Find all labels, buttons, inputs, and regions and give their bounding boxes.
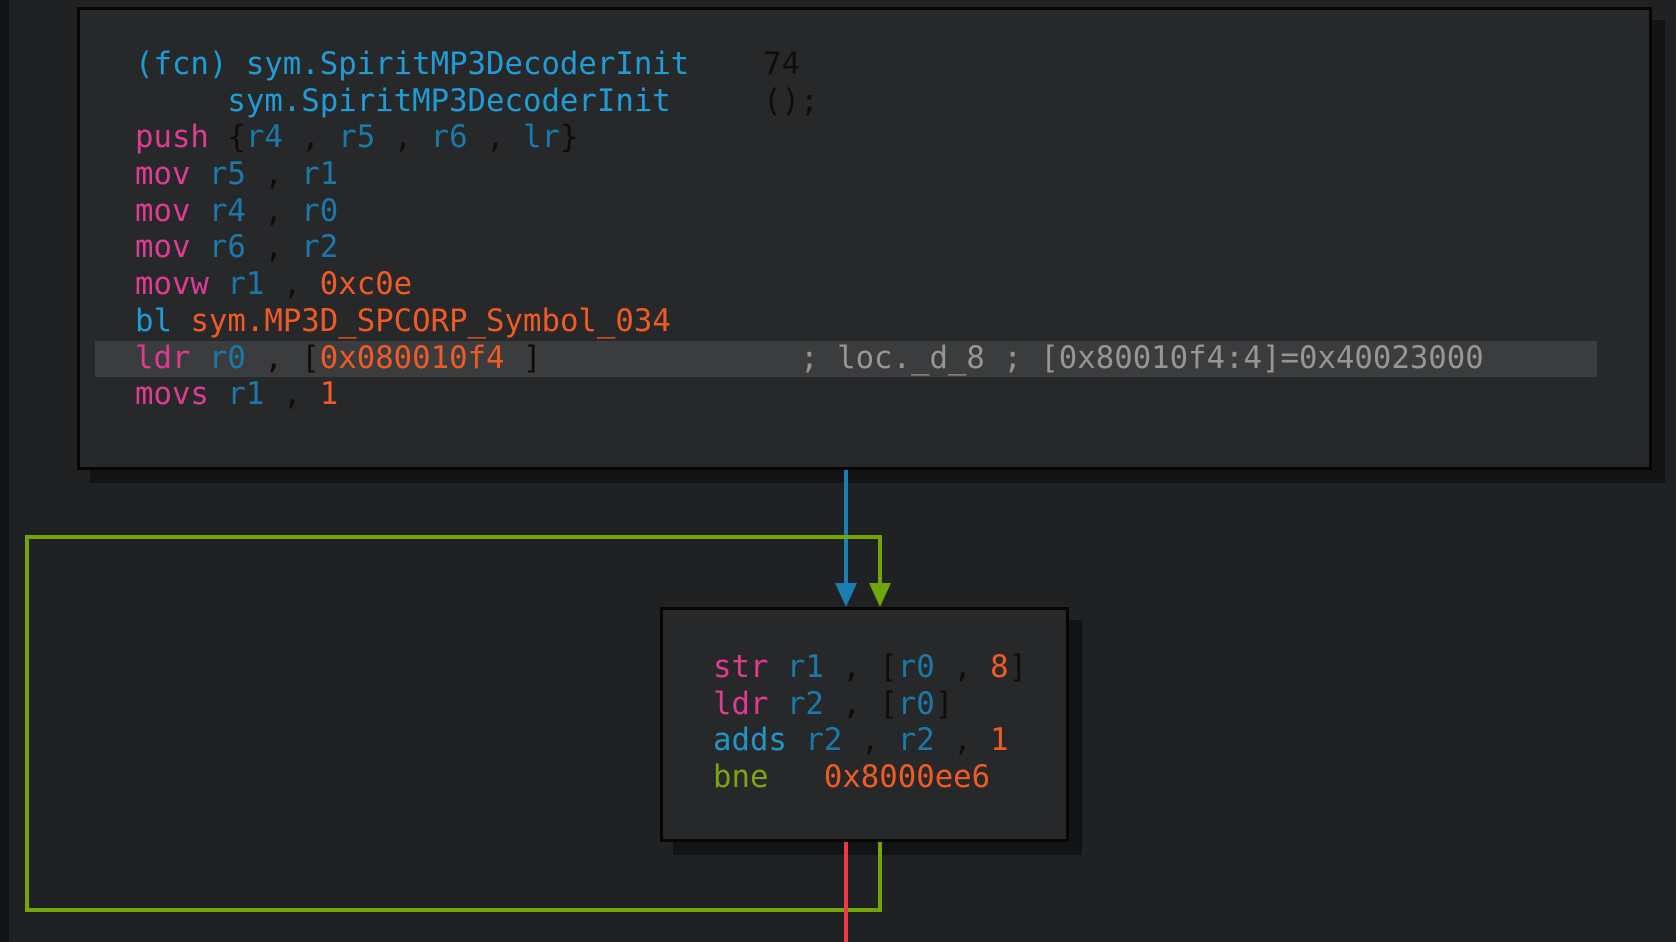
asm-line[interactable]: bne 0x8000ee6 <box>713 760 1027 797</box>
asm-token-punct: , <box>375 120 431 156</box>
edge-loop-back <box>25 535 882 912</box>
asm-token-reg: r6 <box>430 120 468 156</box>
asm-line[interactable]: str r1 , [r0 , 8] <box>713 650 1027 687</box>
asm-token-punct: , <box>245 157 302 193</box>
basic-block-entry[interactable]: (fcn) sym.SpiritMP3DecoderInit 74 sym.Sp… <box>77 7 1652 470</box>
asm-token-punct: { <box>227 120 246 156</box>
asm-token-imm: 1 <box>319 377 339 413</box>
asm-token-reg: r1 <box>227 377 265 413</box>
asm-token-reg: r0 <box>897 650 935 685</box>
asm-token-punct: ] <box>1008 650 1028 685</box>
asm-token-reg: r1 <box>786 650 824 685</box>
asm-line[interactable]: ldr r2 , [r0] <box>713 687 1027 724</box>
asm-token-mov: mov <box>135 157 209 193</box>
asm-token-reg: r2 <box>301 230 339 266</box>
asm-token-punct: ] <box>934 686 954 722</box>
asm-token-mov: push <box>135 120 228 156</box>
disasm-listing-entry: (fcn) sym.SpiritMP3DecoderInit 74 sym.Sp… <box>95 47 1597 414</box>
asm-token-punct: , <box>264 377 320 413</box>
asm-token-mov: ldr <box>135 340 209 376</box>
asm-token-punct: , <box>934 723 991 759</box>
asm-line-selected[interactable]: ldr r0 , [0x080010f4 ] ; loc._d_8 ; [0x8… <box>95 340 1597 378</box>
edge-loop-back-arrowhead <box>869 583 891 607</box>
asm-token-punct: ] <box>504 340 801 376</box>
asm-token-punct: , [ <box>823 686 898 722</box>
asm-token-imm: sym.MP3D_SPCORP_Symbol_034 <box>190 303 671 339</box>
asm-token-imm: 0x8000ee6 <box>823 760 991 796</box>
asm-token-reg: r1 <box>227 267 265 303</box>
asm-token-punct: , <box>245 230 302 266</box>
asm-token-punct: , [ <box>823 650 898 685</box>
asm-line[interactable]: mov r5 , r1 <box>135 157 1484 194</box>
asm-token-punct: (); <box>670 83 819 119</box>
asm-token-reg: r2 <box>786 686 824 722</box>
asm-line[interactable]: adds r2 , r2 , 1 <box>713 723 1027 760</box>
asm-token-reg: r0 <box>208 340 246 376</box>
asm-line[interactable]: (fcn) sym.SpiritMP3DecoderInit 74 <box>135 47 1484 84</box>
asm-line[interactable]: movw r1 , 0xc0e <box>135 267 1484 304</box>
asm-token-imm: 1 <box>990 723 1009 759</box>
asm-token-punct: , <box>842 723 898 759</box>
basic-block-loop[interactable]: str r1 , [r0 , 8]ldr r2 , [r0]adds r2 , … <box>660 607 1069 842</box>
asm-token-reg: r2 <box>805 723 843 759</box>
asm-token-comment: ; loc._d_8 ; [0x80010f4:4]=0x40023000 <box>800 340 1484 376</box>
asm-token-reg: r4 <box>245 120 283 156</box>
asm-token-call: bl <box>135 303 191 339</box>
asm-token-reg: r2 <box>897 723 935 759</box>
asm-line[interactable]: sym.SpiritMP3DecoderInit (); <box>135 84 1484 121</box>
asm-line[interactable]: push {r4 , r5 , r6 , lr} <box>135 120 1484 157</box>
asm-token-reg: r5 <box>338 120 376 156</box>
asm-token-punct: , [ <box>245 340 320 376</box>
asm-token-reg: r5 <box>208 157 246 193</box>
asm-token-punct: , <box>934 650 991 685</box>
asm-token-punct: } <box>560 120 579 156</box>
asm-token-reg: r0 <box>301 193 339 229</box>
asm-line[interactable]: bl sym.MP3D_SPCORP_Symbol_034 <box>135 304 1484 341</box>
asm-token-reg: r6 <box>208 230 246 266</box>
asm-token-mov: mov <box>135 230 209 266</box>
asm-token-punct: 74 <box>689 47 801 82</box>
asm-line[interactable]: mov r4 , r0 <box>135 194 1484 231</box>
asm-token-mov: movw <box>135 267 228 303</box>
asm-token-imm: 8 <box>990 650 1009 685</box>
asm-line[interactable]: mov r6 , r2 <box>135 230 1484 267</box>
asm-token-math: adds <box>713 723 806 759</box>
asm-token-punct: , <box>264 267 320 303</box>
asm-token-cjmp: bne <box>713 760 824 796</box>
asm-token-mov: ldr <box>713 686 787 722</box>
asm-token-imm: 0x080010f4 <box>319 340 505 376</box>
asm-token-reg: r0 <box>897 686 935 722</box>
asm-line[interactable]: movs r1 , 1 <box>135 377 1484 414</box>
edge-fallthrough-entry-to-loop-arrowhead <box>835 583 857 607</box>
asm-token-punct: , <box>467 120 524 156</box>
asm-token-punct: , <box>245 193 302 229</box>
window-edge <box>0 0 9 942</box>
asm-token-fn: (fcn) sym.SpiritMP3DecoderInit <box>135 47 690 82</box>
asm-token-fn: sym.SpiritMP3DecoderInit <box>135 83 671 119</box>
asm-token-reg: lr <box>523 120 560 156</box>
asm-token-imm: 0xc0e <box>319 267 413 303</box>
disasm-listing-loop: str r1 , [r0 , 8]ldr r2 , [r0]adds r2 , … <box>713 650 1027 797</box>
asm-token-reg: r4 <box>208 193 246 229</box>
asm-token-reg: r1 <box>301 157 339 193</box>
asm-token-mov: str <box>713 650 787 685</box>
asm-token-mov: movs <box>135 377 228 413</box>
asm-token-mov: mov <box>135 193 209 229</box>
asm-token-punct: , <box>282 120 339 156</box>
